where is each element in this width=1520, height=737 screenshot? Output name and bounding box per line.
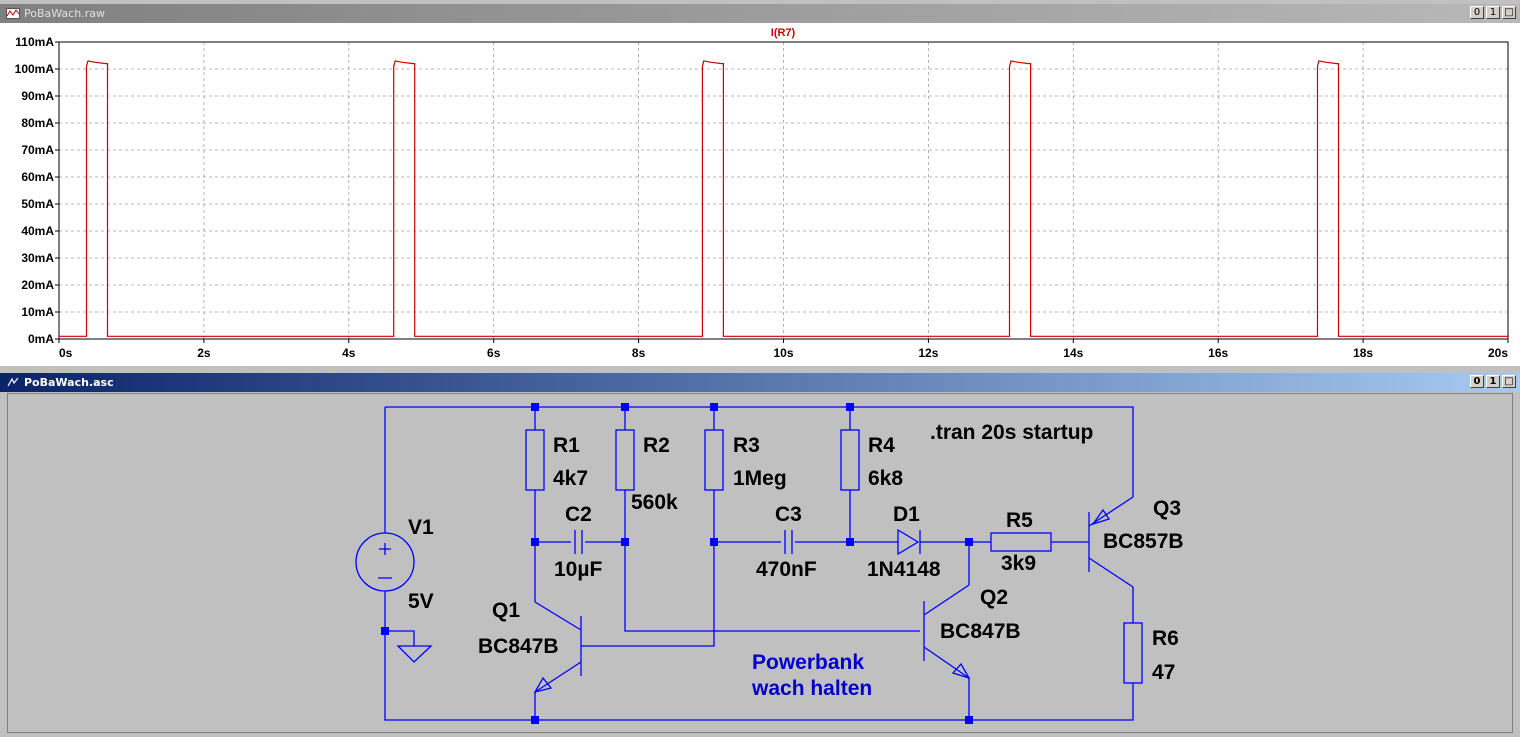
r1-value[interactable]: 4k7 bbox=[553, 467, 588, 490]
x-tick-label: 18s bbox=[1353, 346, 1373, 360]
c3-label[interactable]: C3 bbox=[775, 503, 802, 526]
r6-value[interactable]: 47 bbox=[1152, 661, 1175, 684]
y-tick-label: 60mA bbox=[21, 170, 54, 184]
x-tick-label: 0s bbox=[59, 346, 73, 360]
schematic-window-icon bbox=[7, 377, 19, 387]
maximize-button[interactable]: □ bbox=[1502, 375, 1516, 388]
d1-label[interactable]: D1 bbox=[893, 503, 920, 526]
r1-label[interactable]: R1 bbox=[553, 434, 580, 457]
d1-symbol[interactable] bbox=[897, 528, 921, 556]
tran-directive[interactable]: .tran 20s startup bbox=[930, 421, 1093, 444]
c3-symbol[interactable] bbox=[784, 530, 793, 554]
r3-symbol[interactable] bbox=[704, 429, 724, 491]
restore-button[interactable]: 1 bbox=[1486, 375, 1500, 388]
r4-symbol[interactable] bbox=[840, 429, 860, 491]
y-tick-label: 100mA bbox=[15, 62, 55, 76]
y-tick-label: 20mA bbox=[21, 278, 54, 292]
y-tick-label: 10mA bbox=[21, 305, 54, 319]
x-tick-label: 14s bbox=[1063, 346, 1083, 360]
waveform-window-icon bbox=[6, 8, 20, 19]
x-tick-label: 6s bbox=[487, 346, 501, 360]
y-tick-label: 50mA bbox=[21, 197, 54, 211]
schematic-canvas[interactable]: V1 5V R1 4k7 R2 560k R3 1Meg R4 6k8 C2 1… bbox=[0, 392, 1520, 737]
plot-grid bbox=[59, 42, 1508, 339]
r5-label[interactable]: R5 bbox=[1006, 509, 1033, 532]
junction-dots bbox=[381, 403, 973, 724]
minimize-button[interactable]: 0 bbox=[1470, 375, 1484, 388]
waveform-window-titlebar[interactable]: PoBaWach.raw 0 1 □ bbox=[0, 4, 1520, 23]
c2-label[interactable]: C2 bbox=[565, 503, 592, 526]
q2-symbol[interactable] bbox=[923, 584, 971, 680]
r3-value[interactable]: 1Meg bbox=[733, 467, 787, 490]
trace-i-r7[interactable] bbox=[59, 60, 1508, 337]
r3-label[interactable]: R3 bbox=[733, 434, 760, 457]
c2-value[interactable]: 10µF bbox=[554, 558, 602, 581]
r2-label[interactable]: R2 bbox=[643, 434, 670, 457]
y-axis-ticks: 0mA 10mA 20mA 30mA 40mA 50mA 60mA 70mA 80mA 90mA 1… bbox=[15, 35, 59, 346]
x-tick-label: 10s bbox=[773, 346, 793, 360]
q2-label[interactable]: Q2 bbox=[980, 586, 1008, 609]
r2-symbol[interactable] bbox=[615, 429, 635, 491]
q3-symbol[interactable] bbox=[1088, 496, 1134, 588]
y-tick-label: 80mA bbox=[21, 116, 54, 130]
d1-value[interactable]: 1N4148 bbox=[867, 558, 941, 581]
x-axis-ticks: 0s 2s 4s 6s 8s 10s 12s 14s 16s 18s 20s bbox=[58, 339, 1509, 360]
x-tick-label: 20s bbox=[1488, 346, 1508, 360]
trace-label[interactable]: I(R7) bbox=[771, 27, 796, 39]
comment-line-1[interactable]: Powerbank bbox=[752, 651, 864, 674]
y-tick-label: 40mA bbox=[21, 224, 54, 238]
y-tick-label: 0mA bbox=[28, 332, 54, 346]
x-tick-label: 4s bbox=[342, 346, 356, 360]
v1-source-symbol[interactable] bbox=[355, 532, 415, 592]
schematic-canvas-border bbox=[7, 393, 1513, 733]
r2-value[interactable]: 560k bbox=[631, 491, 678, 514]
x-tick-label: 16s bbox=[1208, 346, 1228, 360]
q1-label[interactable]: Q1 bbox=[492, 599, 520, 622]
r5-symbol[interactable] bbox=[990, 532, 1052, 552]
x-tick-label: 8s bbox=[632, 346, 646, 360]
v1-value[interactable]: 5V bbox=[408, 590, 434, 613]
r1-symbol[interactable] bbox=[525, 429, 545, 491]
q1-symbol[interactable] bbox=[533, 601, 582, 694]
y-tick-label: 70mA bbox=[21, 143, 54, 157]
r6-symbol[interactable] bbox=[1123, 622, 1143, 684]
q2-value[interactable]: BC847B bbox=[940, 620, 1021, 643]
schematic-window[interactable]: PoBaWach.asc 0 1 □ bbox=[0, 373, 1520, 737]
x-tick-label: 2s bbox=[197, 346, 211, 360]
ground-symbol bbox=[396, 645, 433, 663]
r4-label[interactable]: R4 bbox=[868, 434, 895, 457]
c3-value[interactable]: 470nF bbox=[756, 558, 817, 581]
schematic-window-titlebar[interactable]: PoBaWach.asc 0 1 □ bbox=[0, 373, 1520, 392]
q3-label[interactable]: Q3 bbox=[1153, 497, 1181, 520]
waveform-window[interactable]: PoBaWach.raw 0 1 □ 0mA 10mA 20mA 30mA 40mA 50… bbox=[0, 4, 1520, 366]
r4-value[interactable]: 6k8 bbox=[868, 467, 903, 490]
restore-button[interactable]: 1 bbox=[1486, 6, 1500, 19]
q1-value[interactable]: BC847B bbox=[478, 635, 559, 658]
maximize-button[interactable]: □ bbox=[1502, 6, 1516, 19]
y-tick-label: 110mA bbox=[15, 35, 54, 49]
waveform-plot[interactable]: 0mA 10mA 20mA 30mA 40mA 50mA 60mA 70mA 80mA 90mA 1… bbox=[0, 23, 1520, 366]
y-tick-label: 90mA bbox=[21, 89, 54, 103]
r5-value[interactable]: 3k9 bbox=[1001, 552, 1036, 575]
v1-label[interactable]: V1 bbox=[408, 516, 434, 539]
waveform-window-title: PoBaWach.raw bbox=[24, 7, 105, 20]
minimize-button[interactable]: 0 bbox=[1470, 6, 1484, 19]
comment-line-2[interactable]: wach halten bbox=[751, 677, 872, 700]
r6-label[interactable]: R6 bbox=[1152, 627, 1179, 650]
x-tick-label: 12s bbox=[918, 346, 938, 360]
schematic-window-title: PoBaWach.asc bbox=[24, 376, 114, 389]
c2-symbol[interactable] bbox=[574, 530, 583, 554]
q3-value[interactable]: BC857B bbox=[1103, 530, 1184, 553]
y-tick-label: 30mA bbox=[21, 251, 54, 265]
